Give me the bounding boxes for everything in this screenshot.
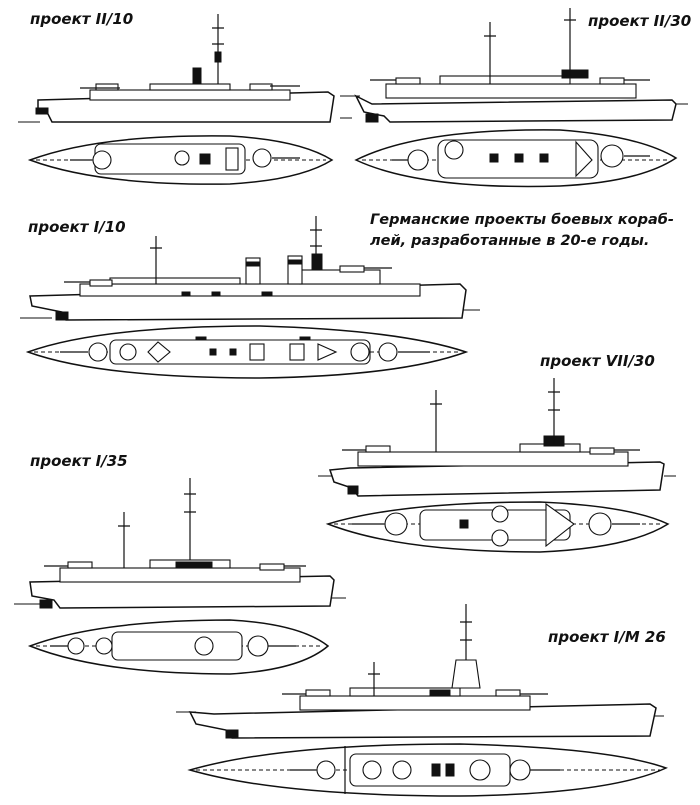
ship-i-10-profile: [20, 216, 480, 321]
ship-i-10-plan: [25, 325, 469, 379]
ship-im-26-plan: [187, 743, 668, 797]
label-project-i-10: проект I/10: [28, 218, 126, 236]
label-project-vii-30: проект VII/30: [540, 352, 655, 370]
label-project-im-26: проект I/M 26: [548, 628, 666, 646]
ship-ii-10-plan: [27, 135, 334, 185]
ship-im-26-profile: [176, 604, 664, 739]
ship-i-35-profile: [14, 478, 346, 609]
ship-ii-30-profile: [340, 8, 688, 123]
caption-line-2: лей, разработанные в 20-е годы.: [370, 233, 650, 249]
label-project-i-35: проект I/35: [30, 452, 128, 470]
ship-vii-30-plan: [325, 501, 670, 553]
label-project-ii-10: проект II/10: [30, 10, 134, 28]
ship-ii-10-profile: [18, 14, 352, 123]
caption: Германские проекты боевых кораб- лей, ра…: [370, 210, 674, 252]
ship-i-35-plan: [27, 619, 330, 675]
ship-vii-30-profile: [318, 378, 676, 497]
ship-ii-30-plan: [354, 129, 678, 188]
caption-line-1: Германские проекты боевых кораб-: [370, 212, 674, 228]
label-project-ii-30: проект II/30: [588, 12, 692, 30]
